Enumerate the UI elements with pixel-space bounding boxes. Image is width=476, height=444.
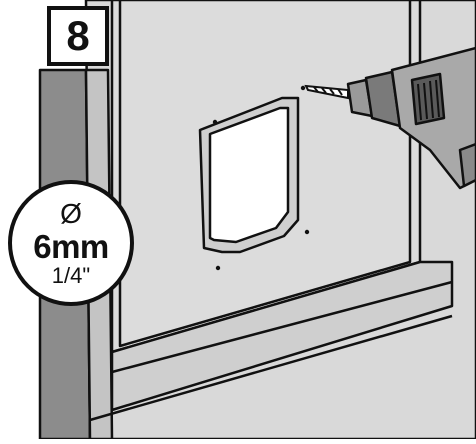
pilot-hole-mark-icon — [212, 119, 218, 125]
flap-opening — [208, 106, 290, 244]
power-drill-icon — [346, 46, 476, 190]
diameter-symbol: Ø — [60, 197, 82, 229]
step-number: 8 — [66, 12, 90, 59]
pilot-hole-mark-icon — [215, 265, 221, 271]
drill-size-metric: 6mm — [33, 227, 109, 265]
pilot-hole-mark-icon — [304, 229, 310, 235]
lower-rail — [89, 314, 453, 422]
drill-size-imperial: 1/4" — [51, 262, 91, 288]
drill-bit-icon — [304, 84, 349, 100]
bottom-ledge — [110, 260, 454, 412]
pilot-hole-mark-icon — [300, 85, 306, 91]
drill-size-badge: Ø 6mm 1/4" — [8, 180, 134, 306]
ledge-edge — [111, 280, 453, 374]
step-number-box: 8 — [47, 6, 109, 66]
